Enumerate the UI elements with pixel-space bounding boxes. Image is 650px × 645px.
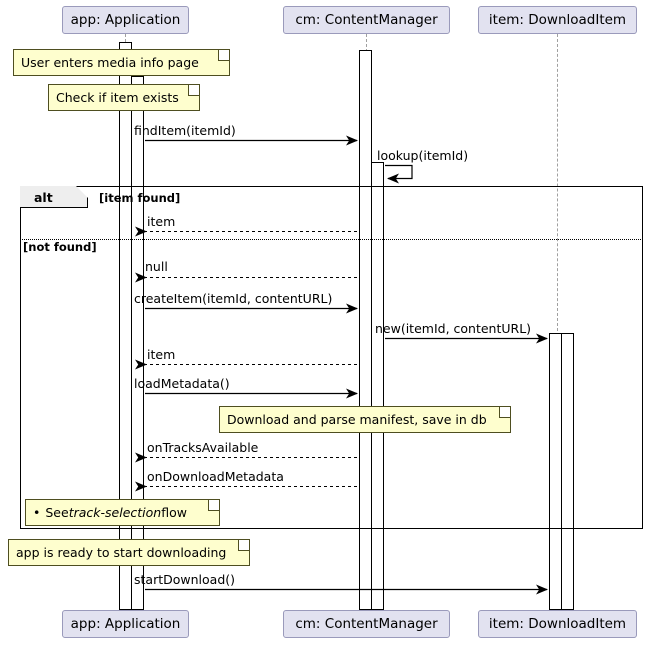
note-user-enters-media-info: User enters media info page [13, 49, 230, 76]
note-fold-corner-icon [188, 85, 199, 96]
alt-fragment-frame [20, 186, 643, 529]
message-label-new: new(itemId, contentURL) [375, 321, 532, 336]
participant-item-bottom[interactable]: item: DownloadItem [478, 610, 637, 638]
note-see-track-selection-flow: • See track-selection flow [25, 499, 220, 526]
note-app-ready-to-download: app is ready to start downloading [8, 539, 250, 566]
note-fold-corner-icon [208, 500, 219, 511]
message-label-ontracksavailable: onTracksAvailable [147, 440, 259, 455]
message-label-lookup: lookup(itemId) [377, 148, 469, 163]
participant-item-top[interactable]: item: DownloadItem [478, 6, 637, 34]
message-label-loadmetadata: loadMetadata() [134, 376, 230, 391]
note-bullet-icon: • [33, 505, 41, 520]
alt-condition-not-found: [not found] [23, 240, 97, 254]
note-text-emphasis: track-selection [68, 505, 162, 520]
message-label-createitem: createItem(itemId, contentURL) [134, 291, 333, 306]
message-label-item-created: item [147, 347, 176, 362]
note-text-suffix: flow [161, 505, 187, 520]
participant-cm-top[interactable]: cm: ContentManager [283, 6, 450, 34]
message-label-startdownload: startDownload() [134, 572, 236, 587]
alt-condition-item-found: [item found] [99, 191, 181, 205]
note-text: Download and parse manifest, save in db [227, 412, 487, 427]
note-fold-corner-icon [499, 407, 510, 418]
message-label-ondownloadmetadata: onDownloadMetadata [147, 469, 284, 484]
note-text: app is ready to start downloading [16, 545, 227, 560]
message-label-finditem: findItem(itemId) [134, 123, 236, 138]
alt-fragment-divider [20, 239, 643, 240]
note-text: User enters media info page [21, 55, 199, 70]
alt-fragment-tab [20, 186, 88, 208]
note-check-if-item-exists: Check if item exists [48, 84, 200, 111]
alt-operator-label: alt [34, 190, 53, 205]
note-download-parse-manifest: Download and parse manifest, save in db [219, 406, 511, 433]
message-label-item-found: item [147, 214, 176, 229]
note-fold-corner-icon [218, 50, 229, 61]
note-text: Check if item exists [56, 90, 179, 105]
activation-cm-inner [371, 162, 384, 610]
note-fold-corner-icon [238, 540, 249, 551]
activation-app-inner [131, 76, 144, 610]
message-label-null: null [145, 259, 168, 274]
participant-app-bottom[interactable]: app: Application [62, 610, 189, 638]
lifeline-item [557, 34, 558, 610]
activation-item-inner [561, 333, 574, 610]
participant-app-top[interactable]: app: Application [62, 6, 189, 34]
note-text-prefix: See [45, 505, 69, 520]
participant-cm-bottom[interactable]: cm: ContentManager [283, 610, 450, 638]
arrow-lookup-self [385, 164, 413, 184]
